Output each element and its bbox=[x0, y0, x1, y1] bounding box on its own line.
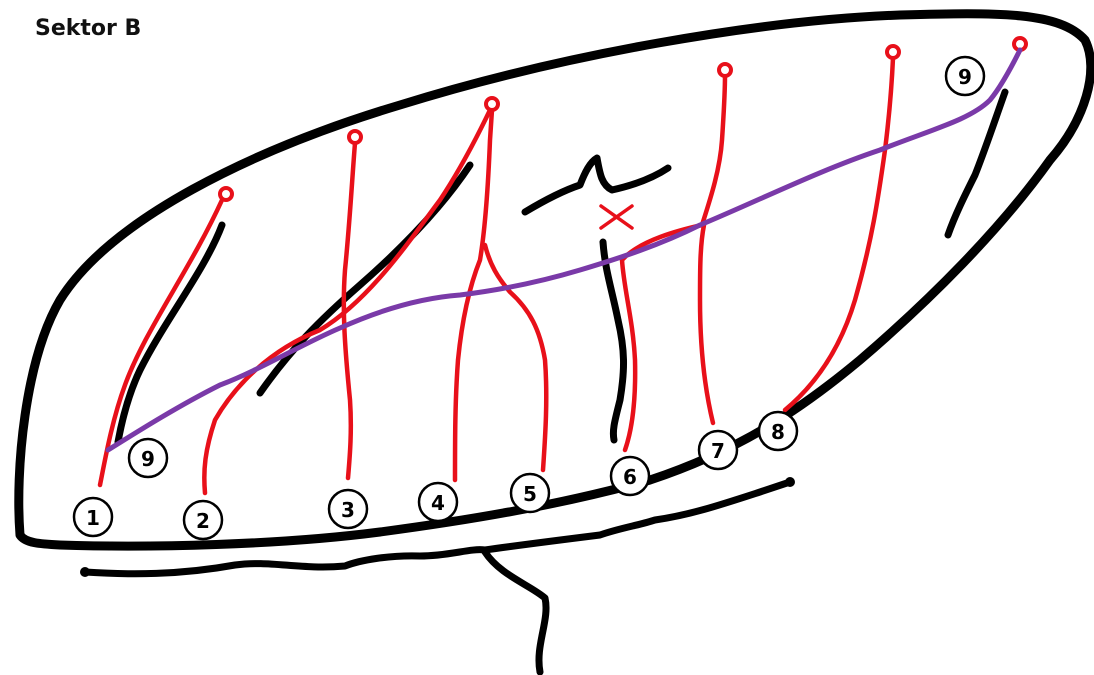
sector-title: Sektor B bbox=[35, 16, 142, 41]
route-line-1 bbox=[97, 197, 225, 488]
svg-text:4: 4 bbox=[431, 491, 445, 515]
ground-dot-right bbox=[785, 477, 795, 487]
crack-3 bbox=[521, 154, 672, 216]
svg-text:1: 1 bbox=[86, 506, 100, 530]
route-marker-8: 8 bbox=[757, 410, 799, 452]
route-marker-5: 5 bbox=[509, 472, 551, 514]
route-marker-4: 4 bbox=[417, 481, 459, 523]
svg-text:7: 7 bbox=[711, 439, 725, 463]
route-end-1 bbox=[218, 186, 234, 202]
route-line-6 bbox=[619, 72, 728, 453]
svg-text:3: 3 bbox=[341, 498, 355, 522]
route-marker-1: 1 bbox=[72, 496, 114, 538]
crack-5 bbox=[944, 88, 1009, 239]
svg-text:8: 8 bbox=[771, 420, 785, 444]
route-line-4 bbox=[452, 107, 495, 483]
route-marker-9-start: 9 bbox=[127, 437, 169, 479]
route-marker-3: 3 bbox=[327, 488, 369, 530]
svg-text:6: 6 bbox=[623, 465, 637, 489]
crack-1 bbox=[114, 221, 226, 446]
boulder-outline bbox=[14, 9, 1094, 551]
svg-text:2: 2 bbox=[196, 509, 210, 533]
ground-drop bbox=[481, 548, 550, 675]
traverse-line-9 bbox=[105, 47, 1023, 453]
crack-2 bbox=[256, 161, 474, 397]
route-end-6 bbox=[717, 62, 733, 78]
cross-mark bbox=[599, 204, 634, 230]
route-line-2 bbox=[202, 107, 493, 496]
route-end-4 bbox=[484, 96, 500, 112]
route-line-8 bbox=[782, 55, 896, 413]
svg-text:9: 9 bbox=[958, 65, 972, 89]
route-marker-7: 7 bbox=[697, 429, 739, 471]
svg-text:9: 9 bbox=[141, 447, 155, 471]
route-line-5 bbox=[482, 242, 549, 473]
route-line-7 bbox=[697, 222, 716, 426]
crack-4 bbox=[599, 238, 627, 444]
route-marker-9-end: 9 bbox=[944, 55, 986, 97]
ground-line bbox=[81, 478, 794, 578]
route-marker-2: 2 bbox=[182, 499, 224, 541]
route-end-3 bbox=[347, 129, 363, 145]
route-line-3 bbox=[341, 140, 358, 481]
ground-dot-left bbox=[80, 567, 90, 577]
route-marker-6: 6 bbox=[609, 455, 651, 497]
svg-text:5: 5 bbox=[523, 482, 537, 506]
route-end-8 bbox=[885, 44, 901, 60]
